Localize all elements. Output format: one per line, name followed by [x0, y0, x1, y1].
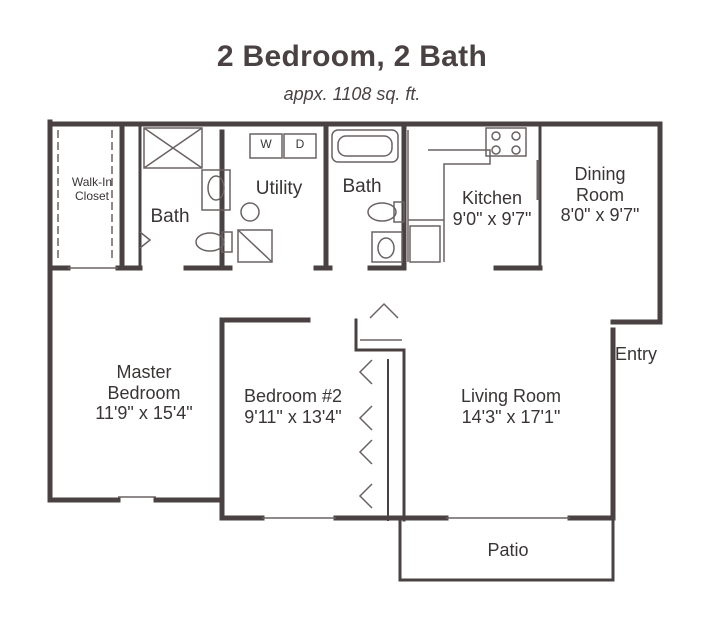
wall-master-west — [47, 119, 121, 503]
fixtures — [57, 127, 570, 519]
plan-subtitle: appx. 1108 sq. ft. — [283, 84, 421, 104]
master-bedroom-line2: Bedroom — [107, 382, 181, 403]
dining-size: 8'0" x 9'7" — [560, 205, 640, 226]
living-room-label: Living Room 14'3" x 17'1" — [436, 386, 586, 427]
washer-label: W — [260, 137, 272, 151]
plan-title: 2 Bedroom, 2 Bath — [216, 40, 488, 73]
wall-master-south — [153, 497, 225, 521]
bedroom2-name: Bedroom #2 — [243, 386, 343, 406]
kitchen-size: 9'0" x 9'7" — [452, 208, 532, 229]
living-room-name: Living Room — [460, 386, 562, 406]
master-bedroom-label: Master Bedroom 11'9" x 15'4" — [78, 362, 210, 424]
bedroom2-size: 9'11" x 13'4" — [244, 406, 342, 427]
wall-bedroom-divider — [219, 317, 311, 503]
utility-label: Utility — [255, 178, 303, 199]
dining-room-label: Dining Room 8'0" x 9'7" — [550, 164, 650, 226]
hall-bath-label: Bath — [342, 176, 382, 197]
dryer-label: D — [295, 137, 305, 151]
walk-in-closet-line2: Closet — [74, 188, 109, 203]
dining-line1: Dining — [574, 164, 626, 184]
master-bedroom-size: 11'9" x 15'4" — [95, 403, 193, 424]
walk-in-closet-line1: Walk-In — [71, 175, 113, 189]
walk-in-closet-label: Walk-In Closet — [62, 175, 122, 204]
patio-walls — [398, 516, 615, 582]
master-bedroom-line1: Master — [116, 362, 172, 382]
master-bath-label: Bath — [150, 206, 190, 227]
patio-label: Patio — [487, 540, 529, 560]
kitchen-label: Kitchen 9'0" x 9'7" — [444, 188, 540, 229]
bedroom2-label: Bedroom #2 9'11" x 13'4" — [226, 386, 360, 427]
walls — [47, 119, 663, 582]
dining-line2: Room — [575, 184, 624, 205]
wall-north-east — [47, 121, 663, 325]
living-room-size: 14'3" x 17'1" — [461, 406, 561, 427]
entry-label: Entry — [614, 344, 657, 364]
kitchen-name: Kitchen — [461, 188, 523, 208]
